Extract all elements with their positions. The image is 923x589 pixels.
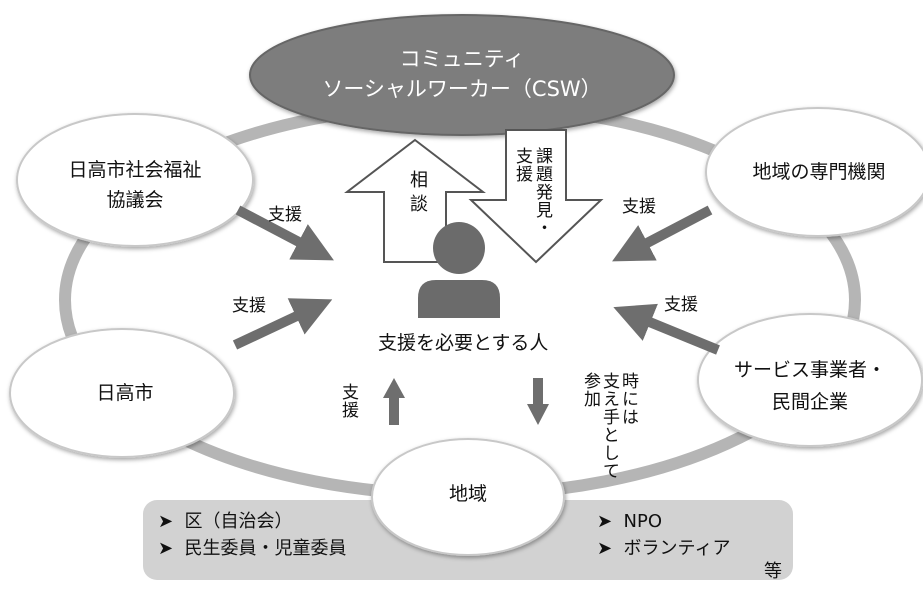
node-community-shape [371,438,565,556]
support-label-community: 支援 [338,383,358,419]
arrow-city-to-person [232,298,333,350]
csw-title: コミュニティ ソーシャルワーカー（CSW） [300,44,624,104]
person-label: 支援を必要とする人 [378,332,549,354]
csw-title-line2: ソーシャルワーカー（CSW） [322,77,602,101]
node-council-line2: 協議会 [106,189,164,211]
consult-arrow [344,138,486,263]
arrow-council-to-person [235,205,334,261]
node-council: 日高市社会福祉 協議会 [30,155,240,215]
discovery-label-line1: 課題発見・ [532,147,552,237]
discovery-label-line2: 支援 [512,147,532,183]
community-member-etc: 等 [764,561,782,582]
community-member-volunteers-text: ボランティア [623,538,731,559]
discovery-arrow [468,129,604,264]
node-council-line1: 日高市社会福祉 [68,159,202,181]
arrow-community-up [383,378,405,425]
support-label-specialists: 支援 [622,197,656,217]
arrow-specialists-to-person [612,205,713,262]
community-reply-label: 時には 支え手として 参加 [580,372,638,480]
node-city-shape [9,328,235,458]
csw-title-line1: コミュニティ [399,47,525,71]
node-council-shape [16,113,254,247]
community-member-commissioners-text: 民生委員・児童委員 [184,538,347,559]
community-member-ward-text: 区（自治会） [184,511,293,532]
community-reply-line1: 時には [618,372,638,426]
node-specialists: 地域の専門機関 [752,161,886,183]
node-business-line1: サービス事業者・ [733,359,886,381]
community-reply-line2: 支え手として [599,372,619,480]
support-label-council: 支援 [268,205,302,225]
node-business-line2: 民間企業 [771,391,848,413]
node-business-shape [697,313,923,447]
consult-label: 相談 [407,170,428,218]
support-label-business: 支援 [664,295,698,315]
person-icon [418,222,500,318]
support-label-city: 支援 [232,296,266,316]
node-community: 地域 [448,483,487,505]
node-specialists-shape [705,107,923,237]
community-reply-line3: 参加 [580,372,600,408]
discovery-label: 課題発見・ 支援 [512,147,552,237]
node-city: 日高市 [96,382,154,404]
arrow-community-down [527,378,549,425]
csw-ellipse [249,14,675,136]
community-member-volunteers: ➤ ボランティア [597,538,731,559]
community-member-ward: ➤ 区（自治会） [158,511,293,532]
community-member-npo: ➤ NPO [597,511,663,532]
node-business: サービス事業者・ 民間企業 [705,354,915,418]
community-member-npo-text: NPO [623,511,663,532]
community-member-commissioners: ➤ 民生委員・児童委員 [158,538,347,559]
arrow-business-to-person [613,303,720,355]
